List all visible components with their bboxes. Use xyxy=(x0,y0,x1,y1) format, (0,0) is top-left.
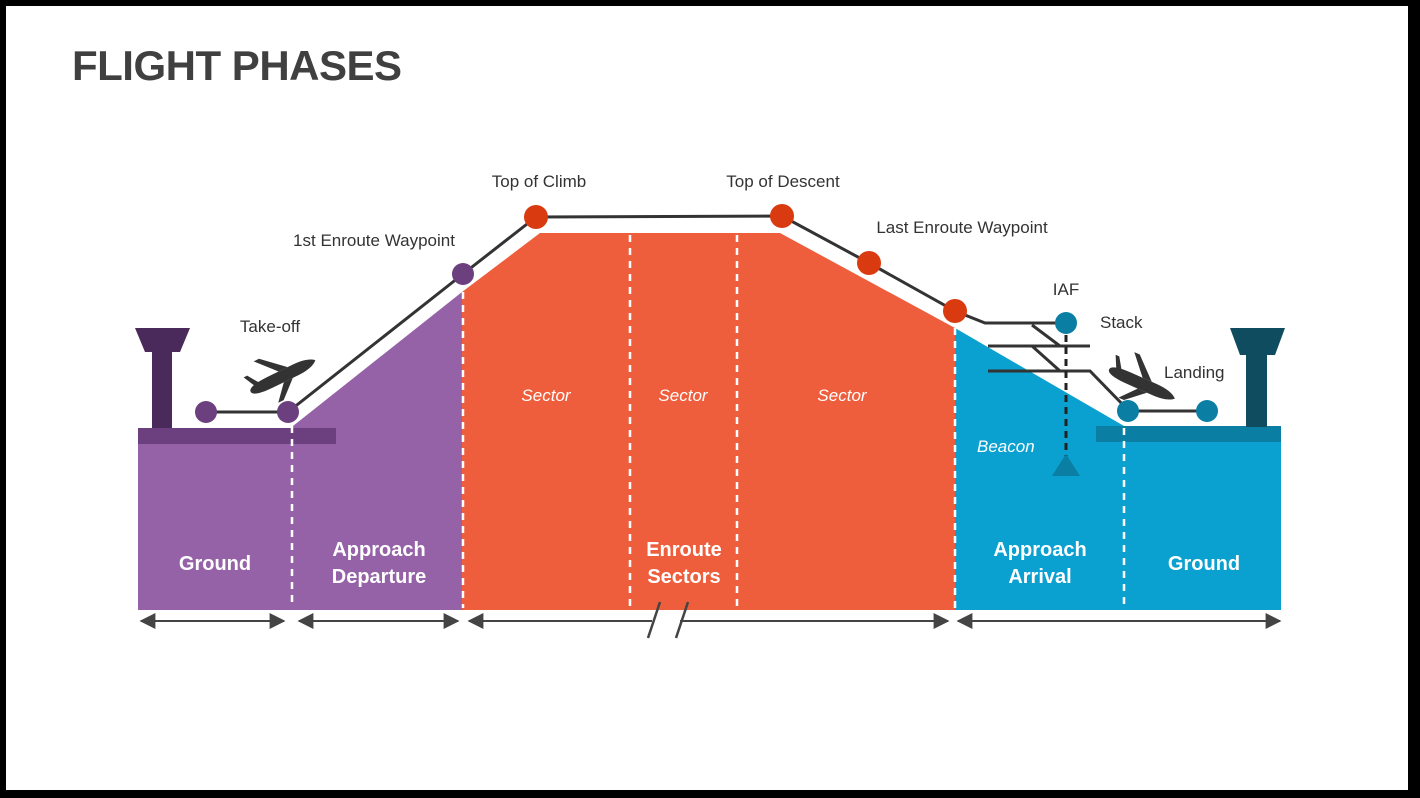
sector-label-3: Sector xyxy=(817,386,867,405)
departure-gate-point xyxy=(195,401,217,423)
last-waypoint-mid-point xyxy=(857,251,881,275)
top-of-climb-point xyxy=(524,205,548,229)
first-waypoint-point xyxy=(452,263,474,285)
airplane-landing-icon xyxy=(1108,352,1175,401)
beacon-triangle-icon xyxy=(1052,454,1080,476)
sector-label-2: Sector xyxy=(658,386,708,405)
ground-arrival-region xyxy=(1124,438,1281,610)
segment-enroute-line2: Sectors xyxy=(647,566,720,588)
arrival-gate-point xyxy=(1196,400,1218,422)
label-top-of-climb: Top of Climb xyxy=(492,172,586,191)
slide-title: FLIGHT PHASES xyxy=(72,42,402,89)
departure-runway xyxy=(138,428,336,444)
segment-approach-arrival-line2: Arrival xyxy=(1008,566,1071,588)
label-top-of-descent: Top of Descent xyxy=(726,172,840,191)
ground-departure-region xyxy=(138,438,293,610)
segment-approach-departure-line1: Approach xyxy=(332,539,425,561)
sector-label-1: Sector xyxy=(521,386,571,405)
top-of-descent-point xyxy=(770,204,794,228)
approach-arrival-region xyxy=(955,328,1124,610)
label-beacon: Beacon xyxy=(977,437,1035,456)
segment-approach-departure-line2: Departure xyxy=(332,566,426,588)
enroute-region xyxy=(462,233,955,610)
approach-departure-region xyxy=(293,292,462,610)
label-landing: Landing xyxy=(1164,363,1225,382)
segment-enroute-line1: Enroute xyxy=(646,539,722,561)
takeoff-point xyxy=(277,401,299,423)
iaf-point xyxy=(1055,312,1077,334)
departure-tower-icon xyxy=(135,328,190,428)
arrival-runway xyxy=(1096,426,1281,442)
label-first-waypoint: 1st Enroute Waypoint xyxy=(293,231,455,250)
scale-break-icon xyxy=(646,601,690,639)
airplane-takeoff-icon xyxy=(243,358,316,403)
holding-stack xyxy=(988,323,1130,412)
segment-ground-arrival: Ground xyxy=(1168,553,1240,575)
label-last-waypoint: Last Enroute Waypoint xyxy=(876,218,1048,237)
landing-point xyxy=(1117,400,1139,422)
segment-dividers xyxy=(290,235,1126,608)
arrival-tower-icon xyxy=(1230,328,1285,427)
slide: FLIGHT PHASES xyxy=(6,6,1408,790)
label-stack: Stack xyxy=(1100,313,1143,332)
last-waypoint-point xyxy=(943,299,967,323)
segment-ground-departure: Ground xyxy=(179,553,251,575)
label-takeoff: Take-off xyxy=(240,317,300,336)
label-iaf: IAF xyxy=(1053,280,1079,299)
segment-approach-arrival-line1: Approach xyxy=(993,539,1086,561)
